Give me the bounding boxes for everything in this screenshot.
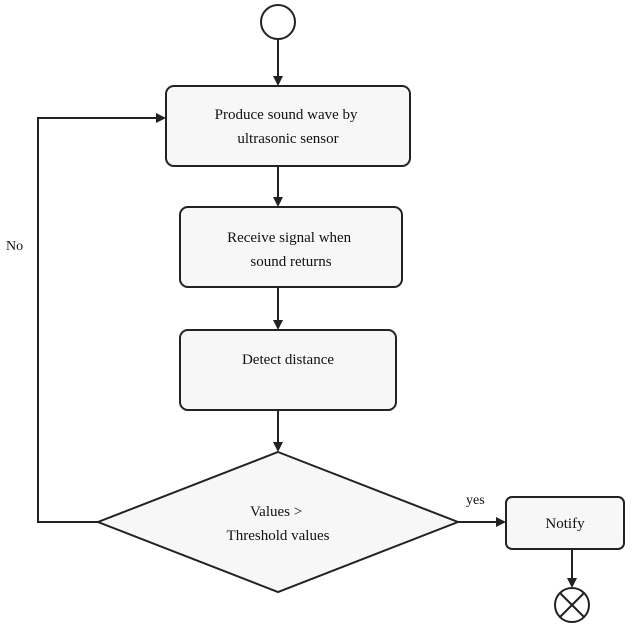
produce-sound-wave-box bbox=[165, 85, 411, 167]
notify-label: Notify bbox=[545, 516, 585, 532]
receive-label-line2: sound returns bbox=[250, 254, 331, 270]
receive-label-line1: Receive signal when bbox=[227, 230, 352, 246]
produce-label-line2: ultrasonic sensor bbox=[237, 131, 338, 147]
threshold-decision-diamond bbox=[95, 450, 461, 594]
no-label: No bbox=[6, 239, 23, 254]
svg-text:Receive signal when sound: Receive signal when sound returns bbox=[227, 230, 355, 270]
start-node bbox=[260, 4, 296, 40]
produce-label-line1: Produce sound wave by bbox=[215, 107, 358, 123]
detect-label: Detect distance bbox=[242, 352, 334, 368]
decision-label-line2: Threshold values bbox=[227, 528, 330, 544]
receive-signal-box bbox=[179, 206, 403, 288]
yes-label: yes bbox=[466, 493, 485, 508]
svg-text:Produce sound wave by ultr: Produce sound wave by ultrasonic sensor bbox=[215, 107, 362, 147]
end-node bbox=[554, 587, 590, 623]
decision-label-line1: Values > bbox=[250, 504, 302, 520]
notify-box bbox=[505, 496, 625, 550]
arrow-no-loop-to-produce bbox=[37, 113, 166, 523]
detect-distance-box bbox=[179, 329, 397, 411]
svg-text:Values > Threshold values: Values > Threshold values bbox=[227, 504, 330, 544]
